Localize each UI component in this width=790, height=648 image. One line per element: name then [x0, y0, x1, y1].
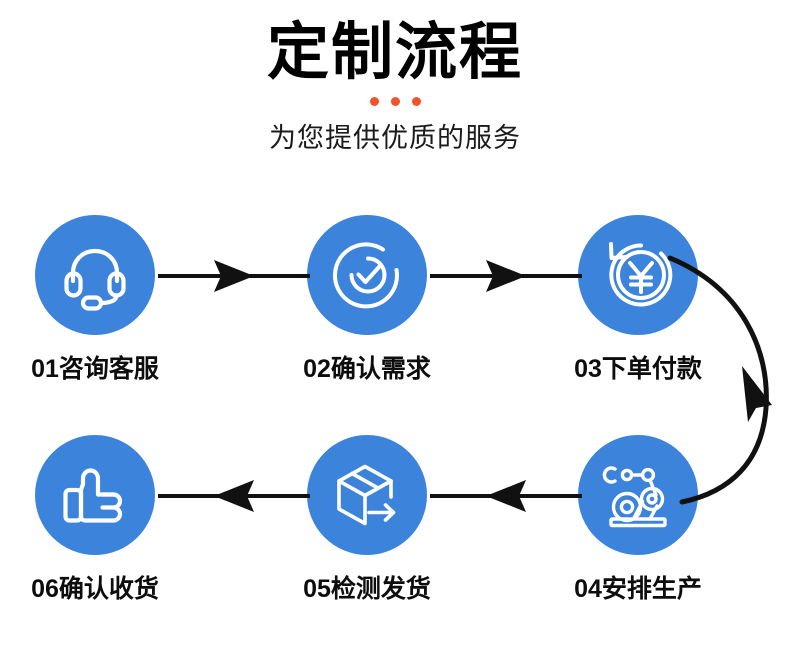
package-ship-icon: [329, 457, 405, 533]
flow-step-01[interactable]: 01咨询客服: [0, 215, 190, 385]
dot-1: [369, 96, 379, 106]
arrow-03-to-04: [630, 240, 790, 515]
flow-step-05-circle[interactable]: [307, 435, 427, 555]
headset-icon: [57, 237, 133, 313]
check-circle-icon: [328, 236, 406, 314]
flow-step-02-label: 02确认需求: [303, 355, 431, 383]
flow-step-05-label: 05检测发货: [303, 575, 431, 603]
flow-step-01-label: 01咨询客服: [31, 355, 159, 383]
flow-step-03-label: 03下单付款: [574, 355, 702, 383]
arrow-curve-down-icon: [630, 255, 790, 519]
arrow-left-icon: [158, 476, 310, 516]
dot-2: [390, 96, 400, 106]
arrow-right-icon: [430, 256, 582, 296]
flow-step-02[interactable]: 02确认需求: [272, 215, 462, 385]
flow-step-06-circle[interactable]: [35, 435, 155, 555]
flow-step-01-circle[interactable]: [35, 215, 155, 335]
yuan-refresh-icon: [599, 236, 677, 314]
flow-step-02-circle[interactable]: [307, 215, 427, 335]
arrow-left-icon: [430, 476, 582, 516]
arrow-02-to-03: [430, 256, 582, 296]
robot-arm-icon: [600, 457, 676, 533]
thumbs-up-icon: [56, 456, 134, 534]
flow-step-05[interactable]: 05检测发货: [272, 435, 462, 605]
flow-step-03-circle[interactable]: [578, 215, 698, 335]
flow-step-04[interactable]: 04安排生产: [543, 435, 733, 605]
flow-step-06-label: 06确认收货: [31, 575, 159, 603]
arrow-04-to-05: [430, 476, 582, 516]
flow-step-04-circle[interactable]: [578, 435, 698, 555]
dot-3: [411, 96, 421, 106]
decorative-dots: [0, 96, 790, 106]
arrow-right-icon: [158, 256, 310, 296]
arrow-01-to-02: [158, 256, 310, 296]
arrow-05-to-06: [158, 476, 310, 516]
page-header: 定制流程 为您提供优质的服务: [0, 0, 790, 155]
flow-step-06[interactable]: 06确认收货: [0, 435, 190, 605]
flow-step-03[interactable]: 03下单付款: [543, 215, 733, 385]
page-subtitle: 为您提供优质的服务: [269, 123, 521, 154]
page-title: 定制流程: [266, 18, 523, 87]
flow-step-04-label: 04安排生产: [574, 575, 702, 603]
